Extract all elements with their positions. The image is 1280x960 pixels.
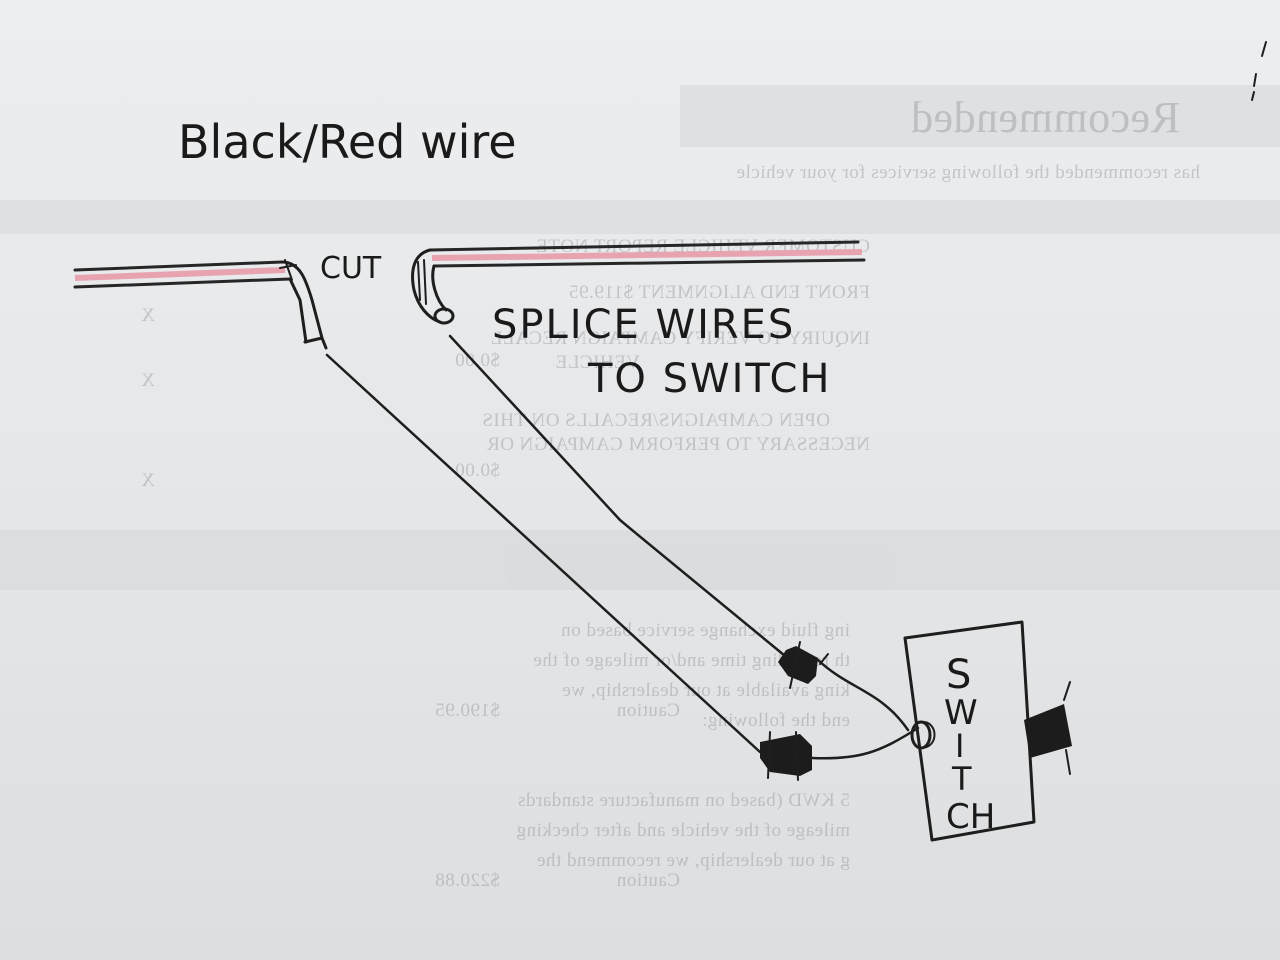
- diagram-title: Black/Red wire: [178, 115, 517, 169]
- switch-letter: CH: [946, 797, 995, 837]
- stray-pen-mark: [1251, 41, 1267, 101]
- switch-box: [903, 620, 1072, 842]
- lower-splice-connector: [760, 726, 920, 781]
- splice-label-line2: TO SWITCH: [587, 356, 831, 402]
- switch-letter: S: [946, 652, 971, 698]
- lead-wire-left-to-switch: [325, 353, 762, 754]
- switch-toggle-lever: [1024, 704, 1072, 758]
- upper-splice-connector: [778, 641, 910, 732]
- cut-label: CUT: [320, 251, 382, 286]
- switch-letter: I: [955, 727, 964, 765]
- switch-letter: W: [944, 693, 978, 733]
- lead-wire-right-to-switch: [448, 334, 792, 662]
- right-wire-segment: [411, 240, 866, 325]
- splice-label-line1: SPLICE WIRES: [492, 302, 795, 348]
- switch-letter: T: [951, 760, 972, 798]
- left-wire-segment: [73, 259, 328, 350]
